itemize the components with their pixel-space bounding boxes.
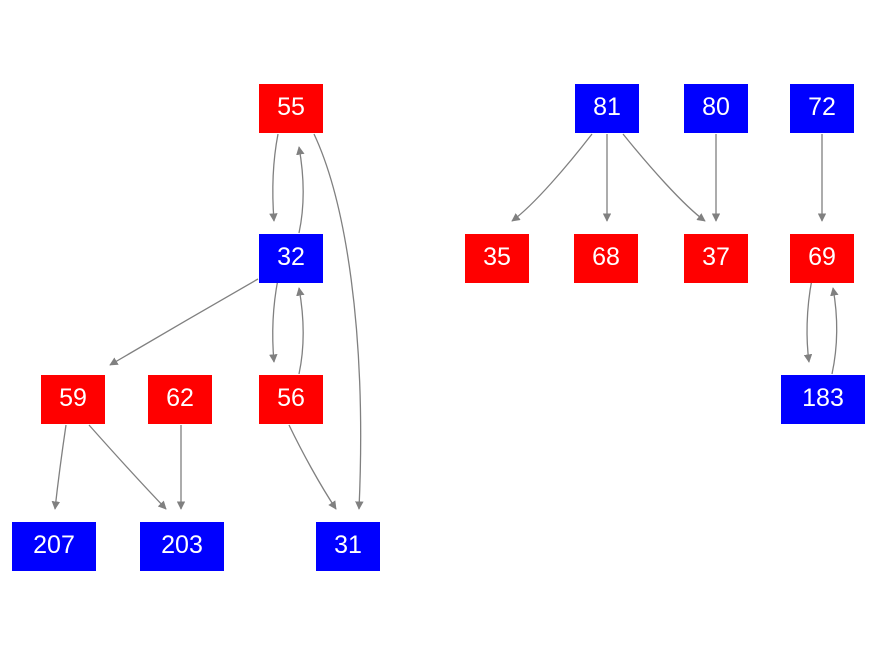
graph-node-label: 68 <box>592 243 620 271</box>
graph-edge-59-to-203 <box>88 424 167 510</box>
graph-node-label: 69 <box>808 243 836 271</box>
graph-node-label: 81 <box>593 93 621 121</box>
graph-node-80[interactable]: 80 <box>684 84 748 133</box>
graph-edge-32-to-59 <box>109 278 259 366</box>
graph-node-62[interactable]: 62 <box>148 375 212 424</box>
graph-node-207[interactable]: 207 <box>12 522 96 571</box>
graph-edge-55-to-31 <box>313 133 364 510</box>
graph-node-label: 32 <box>277 243 305 271</box>
graph-node-label: 35 <box>483 243 511 271</box>
graph-node-69[interactable]: 69 <box>790 234 854 283</box>
graph-node-label: 59 <box>59 384 87 412</box>
graph-edge-59-to-207 <box>51 424 67 510</box>
graph-edge-81-to-37 <box>622 133 706 222</box>
graph-node-label: 203 <box>161 531 203 559</box>
graph-node-label: 207 <box>33 531 75 559</box>
graph-edge-55-to-32 <box>269 133 279 222</box>
graph-node-31[interactable]: 31 <box>316 522 380 571</box>
graph-node-label: 55 <box>277 93 305 121</box>
graph-node-68[interactable]: 68 <box>574 234 638 283</box>
graph-edge-56-to-32 <box>296 287 305 375</box>
graph-edge-69-to-183 <box>803 278 813 363</box>
graph-node-81[interactable]: 81 <box>575 84 639 133</box>
graph-edge-81-to-35 <box>511 133 593 222</box>
graph-node-label: 80 <box>702 93 730 121</box>
graph-node-label: 37 <box>702 243 730 271</box>
graph-node-32[interactable]: 32 <box>259 234 323 283</box>
graph-edge-32-to-56 <box>269 278 279 363</box>
graph-node-203[interactable]: 203 <box>140 522 224 571</box>
graph-node-label: 62 <box>166 384 194 412</box>
graph-edge-56-to-31 <box>288 424 337 510</box>
graph-node-59[interactable]: 59 <box>41 375 105 424</box>
graph-node-56[interactable]: 56 <box>259 375 323 424</box>
graph-edge-183-to-69 <box>830 287 839 375</box>
graph-node-label: 72 <box>808 93 836 121</box>
graph-node-72[interactable]: 72 <box>790 84 854 133</box>
graph-node-label: 183 <box>802 384 844 412</box>
graph-node-55[interactable]: 55 <box>259 84 323 133</box>
graph-node-37[interactable]: 37 <box>684 234 748 283</box>
graph-node-label: 56 <box>277 384 305 412</box>
graph-edge-32-to-55 <box>296 146 305 234</box>
graph-node-35[interactable]: 35 <box>465 234 529 283</box>
graph-node-183[interactable]: 183 <box>781 375 865 424</box>
graph-node-label: 31 <box>334 531 362 559</box>
